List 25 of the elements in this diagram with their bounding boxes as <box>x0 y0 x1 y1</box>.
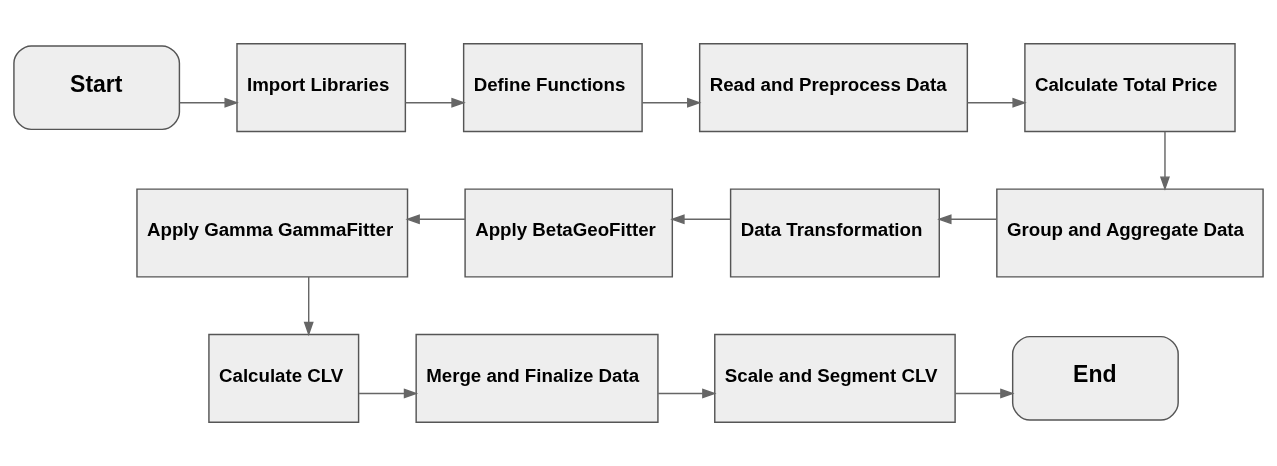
arrow <box>670 214 732 225</box>
node-box: Apply Gamma GammaFitter <box>136 188 409 278</box>
node-box: Import Libraries <box>236 43 407 133</box>
node-box: End <box>1011 335 1179 421</box>
arrow <box>358 388 419 399</box>
arrow <box>657 388 717 399</box>
arrow <box>405 214 466 225</box>
node-box: Scale and Segment CLV <box>714 333 956 423</box>
node-box: Start <box>13 45 181 131</box>
arrow <box>954 388 1015 399</box>
node-box: Calculate CLV <box>208 333 360 423</box>
node-box: Group and Aggregate Data <box>996 188 1264 278</box>
arrow <box>966 97 1027 108</box>
node-box: Apply BetaGeoFitter <box>464 188 674 278</box>
node-box: Data Transformation <box>729 188 940 278</box>
arrow <box>404 97 466 108</box>
arrow <box>641 97 702 108</box>
node-box: Read and Preprocess Data <box>698 43 969 133</box>
arrow <box>937 214 998 225</box>
node-box: Define Functions <box>462 43 643 133</box>
arrow <box>1159 130 1170 191</box>
node-box: Merge and Finalize Data <box>415 333 659 423</box>
arrow <box>178 97 239 108</box>
node-box: Calculate Total Price <box>1024 43 1236 133</box>
arrow <box>303 276 314 337</box>
